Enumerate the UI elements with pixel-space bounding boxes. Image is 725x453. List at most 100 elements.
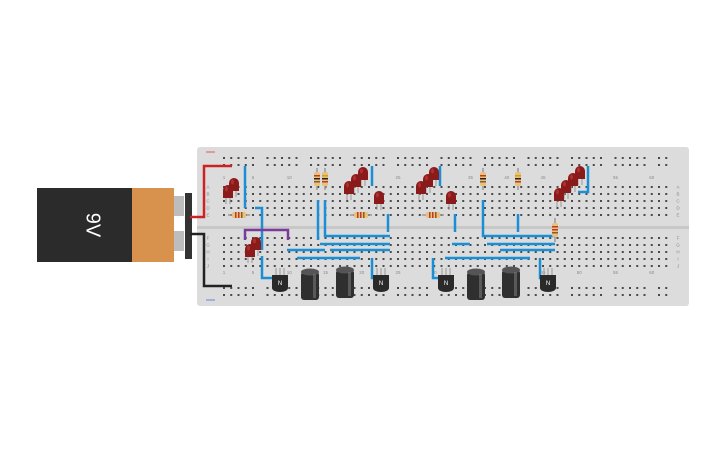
led[interactable]: [374, 191, 384, 210]
terminal-hole[interactable]: [556, 186, 559, 188]
rail-hole[interactable]: [281, 157, 283, 159]
rail-hole[interactable]: [534, 164, 537, 166]
terminal-hole[interactable]: [382, 251, 385, 253]
terminal-hole[interactable]: [404, 193, 407, 195]
rail-hole[interactable]: [484, 164, 486, 166]
terminal-hole[interactable]: [397, 244, 399, 246]
terminal-hole[interactable]: [571, 214, 573, 216]
terminal-hole[interactable]: [252, 214, 254, 216]
terminal-hole[interactable]: [368, 186, 370, 188]
rail-hole[interactable]: [281, 294, 283, 296]
terminal-hole[interactable]: [302, 200, 305, 202]
rail-hole[interactable]: [440, 157, 443, 159]
terminal-hole[interactable]: [556, 265, 559, 267]
terminal-hole[interactable]: [658, 237, 660, 239]
rail-hole[interactable]: [462, 287, 465, 289]
terminal-hole[interactable]: [650, 237, 653, 239]
terminal-hole[interactable]: [513, 265, 515, 267]
terminal-hole[interactable]: [418, 244, 421, 246]
terminal-hole[interactable]: [433, 207, 436, 209]
terminal-hole[interactable]: [310, 251, 312, 253]
terminal-hole[interactable]: [440, 193, 443, 195]
terminal-hole[interactable]: [498, 200, 501, 202]
rail-hole[interactable]: [230, 157, 233, 159]
terminal-hole[interactable]: [331, 214, 334, 216]
terminal-hole[interactable]: [665, 244, 668, 246]
terminal-hole[interactable]: [563, 244, 566, 246]
rail-hole[interactable]: [273, 294, 276, 296]
terminal-hole[interactable]: [455, 207, 457, 209]
terminal-hole[interactable]: [230, 244, 233, 246]
terminal-hole[interactable]: [368, 193, 370, 195]
terminal-hole[interactable]: [440, 186, 443, 188]
terminal-hole[interactable]: [375, 186, 378, 188]
rail-hole[interactable]: [629, 294, 631, 296]
terminal-hole[interactable]: [230, 251, 233, 253]
terminal-hole[interactable]: [462, 193, 465, 195]
terminal-hole[interactable]: [629, 193, 631, 195]
terminal-hole[interactable]: [440, 265, 443, 267]
terminal-hole[interactable]: [404, 258, 407, 260]
rail-hole[interactable]: [288, 157, 291, 159]
rail-hole[interactable]: [629, 157, 631, 159]
terminal-hole[interactable]: [447, 244, 450, 246]
terminal-hole[interactable]: [650, 244, 653, 246]
terminal-hole[interactable]: [375, 265, 378, 267]
terminal-hole[interactable]: [527, 193, 530, 195]
rail-hole[interactable]: [643, 164, 646, 166]
terminal-hole[interactable]: [288, 200, 291, 202]
terminal-hole[interactable]: [317, 265, 320, 267]
rail-hole[interactable]: [469, 164, 472, 166]
terminal-hole[interactable]: [433, 237, 436, 239]
terminal-hole[interactable]: [411, 265, 414, 267]
terminal-hole[interactable]: [375, 207, 378, 209]
terminal-hole[interactable]: [607, 200, 610, 202]
terminal-hole[interactable]: [491, 251, 494, 253]
terminal-hole[interactable]: [629, 186, 631, 188]
rail-hole[interactable]: [411, 294, 414, 296]
rail-hole[interactable]: [636, 287, 639, 289]
terminal-hole[interactable]: [469, 214, 472, 216]
rail-hole[interactable]: [469, 157, 472, 159]
rail-hole[interactable]: [585, 157, 588, 159]
rail-hole[interactable]: [658, 164, 660, 166]
terminal-hole[interactable]: [491, 237, 494, 239]
rail-hole[interactable]: [317, 157, 320, 159]
terminal-hole[interactable]: [469, 186, 472, 188]
terminal-hole[interactable]: [571, 258, 573, 260]
rail-hole[interactable]: [527, 294, 530, 296]
rail-hole[interactable]: [600, 157, 602, 159]
terminal-hole[interactable]: [658, 200, 660, 202]
rail-hole[interactable]: [223, 287, 225, 289]
rail-hole[interactable]: [447, 294, 450, 296]
terminal-hole[interactable]: [600, 258, 602, 260]
terminal-hole[interactable]: [404, 237, 407, 239]
terminal-hole[interactable]: [542, 237, 544, 239]
terminal-hole[interactable]: [498, 214, 501, 216]
rail-hole[interactable]: [600, 294, 602, 296]
terminal-hole[interactable]: [317, 251, 320, 253]
resistor[interactable]: [422, 212, 444, 218]
terminal-hole[interactable]: [534, 186, 537, 188]
terminal-hole[interactable]: [382, 207, 385, 209]
terminal-hole[interactable]: [542, 200, 544, 202]
rail-hole[interactable]: [578, 287, 581, 289]
terminal-hole[interactable]: [469, 237, 472, 239]
rail-hole[interactable]: [585, 164, 588, 166]
terminal-hole[interactable]: [404, 265, 407, 267]
rail-hole[interactable]: [534, 287, 537, 289]
rail-hole[interactable]: [360, 157, 363, 159]
terminal-hole[interactable]: [549, 251, 552, 253]
terminal-hole[interactable]: [346, 265, 349, 267]
rail-hole[interactable]: [252, 164, 254, 166]
rail-hole[interactable]: [426, 164, 428, 166]
terminal-hole[interactable]: [527, 200, 530, 202]
terminal-hole[interactable]: [534, 193, 537, 195]
terminal-hole[interactable]: [621, 251, 624, 253]
terminal-hole[interactable]: [281, 193, 283, 195]
led[interactable]: [223, 185, 233, 204]
rail-hole[interactable]: [266, 157, 269, 159]
terminal-hole[interactable]: [629, 207, 631, 209]
terminal-hole[interactable]: [629, 258, 631, 260]
terminal-hole[interactable]: [549, 193, 552, 195]
